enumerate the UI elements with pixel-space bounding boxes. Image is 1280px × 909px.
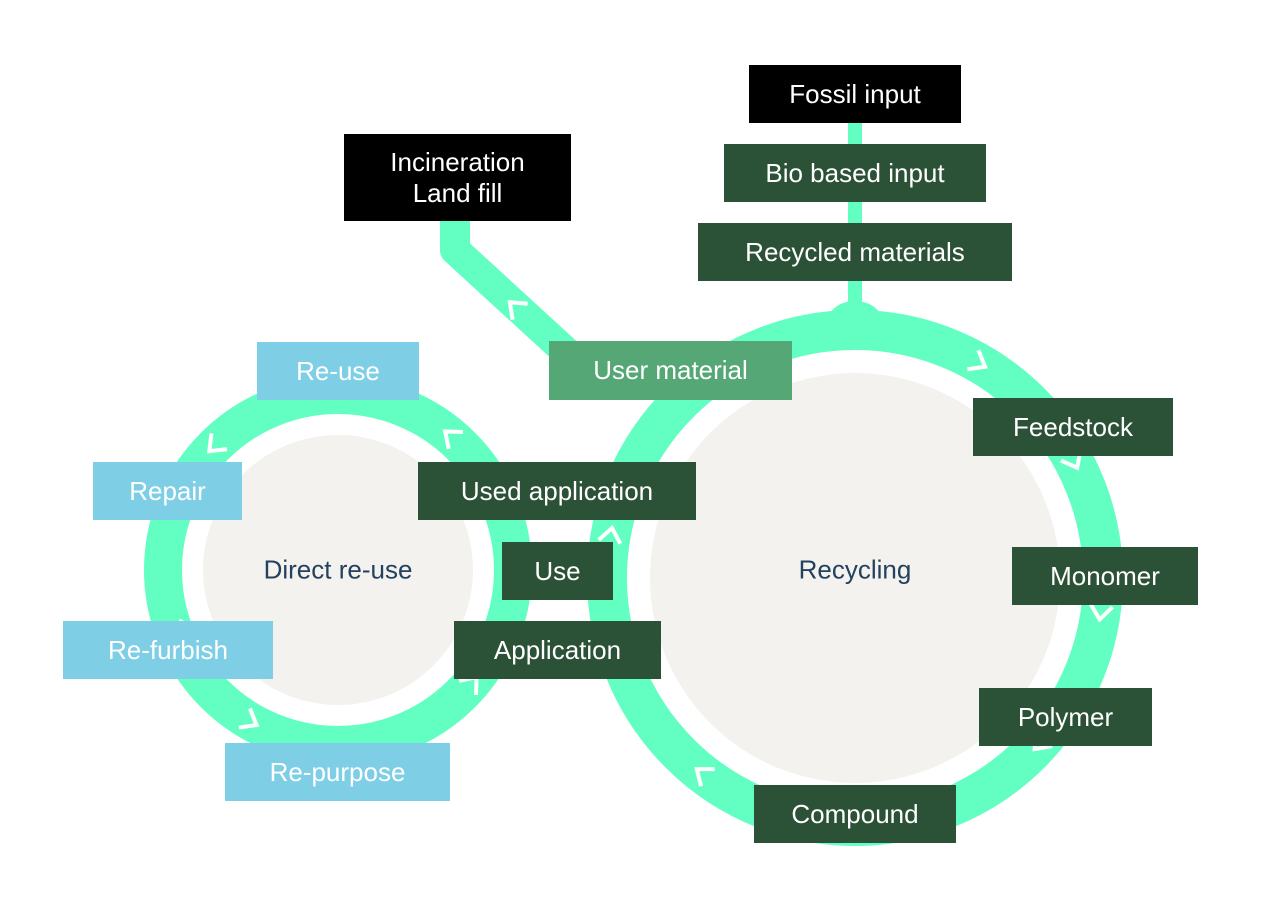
- reuse-box: Re-use: [257, 342, 419, 400]
- recycling-chevron: [597, 524, 623, 545]
- feedstock-box: Feedstock: [973, 398, 1173, 456]
- direct-reuse-chevron: [207, 433, 228, 454]
- reuse-label: Re-use: [296, 355, 380, 386]
- recycling-core: [650, 373, 1060, 783]
- fossil-input-label: Fossil input: [789, 78, 921, 109]
- bio-input-box: Bio based input: [724, 144, 986, 202]
- recycled-materials-box: Recycled materials: [698, 223, 1012, 281]
- compound-box: Compound: [754, 785, 956, 843]
- disposal-chevron: [507, 300, 528, 321]
- refurbish-label: Re-furbish: [108, 634, 228, 665]
- polymer-box: Polymer: [979, 688, 1152, 746]
- application-box: Application: [454, 621, 661, 679]
- incineration-label: Incineration: [390, 146, 525, 177]
- landfill-label: Land fill: [412, 177, 503, 208]
- recycling-chevron: [967, 349, 988, 372]
- repair-label: Repair: [129, 475, 206, 506]
- repair-box: Repair: [93, 462, 242, 520]
- use-box: Use: [502, 542, 613, 600]
- used-application-label: Used application: [460, 475, 654, 506]
- repurpose-box: Re-purpose: [225, 743, 450, 801]
- application-label: Application: [493, 634, 622, 665]
- user-material-box: User material: [549, 341, 792, 400]
- recycling-chevron: [694, 767, 715, 787]
- disposal-flow-path: [440, 218, 586, 372]
- direct-reuse-chevron: [238, 707, 260, 730]
- recycling-label: Recycling: [798, 554, 912, 585]
- direct-reuse-chevron: [442, 429, 463, 450]
- repurpose-label: Re-purpose: [269, 756, 406, 787]
- used-application-box: Used application: [418, 462, 696, 520]
- recycling-chevron: [1060, 449, 1083, 471]
- user-material-label: User material: [593, 355, 748, 385]
- polymer-label: Polymer: [1017, 701, 1114, 732]
- refurbish-box: Re-furbish: [63, 621, 273, 679]
- compound-label: Compound: [791, 798, 919, 829]
- recycled-materials-label: Recycled materials: [745, 236, 965, 267]
- monomer-label: Monomer: [1050, 560, 1160, 591]
- recycling-chevron: [1088, 603, 1114, 623]
- feedstock-label: Feedstock: [1013, 411, 1133, 442]
- fossil-input-box: Fossil input: [749, 65, 961, 123]
- use-label: Use: [534, 555, 581, 586]
- bio-input-label: Bio based input: [765, 157, 945, 188]
- direct-reuse-label: Direct re-use: [263, 554, 413, 585]
- monomer-box: Monomer: [1012, 547, 1198, 605]
- incineration-landfill-box: Incineration Land fill: [344, 134, 571, 221]
